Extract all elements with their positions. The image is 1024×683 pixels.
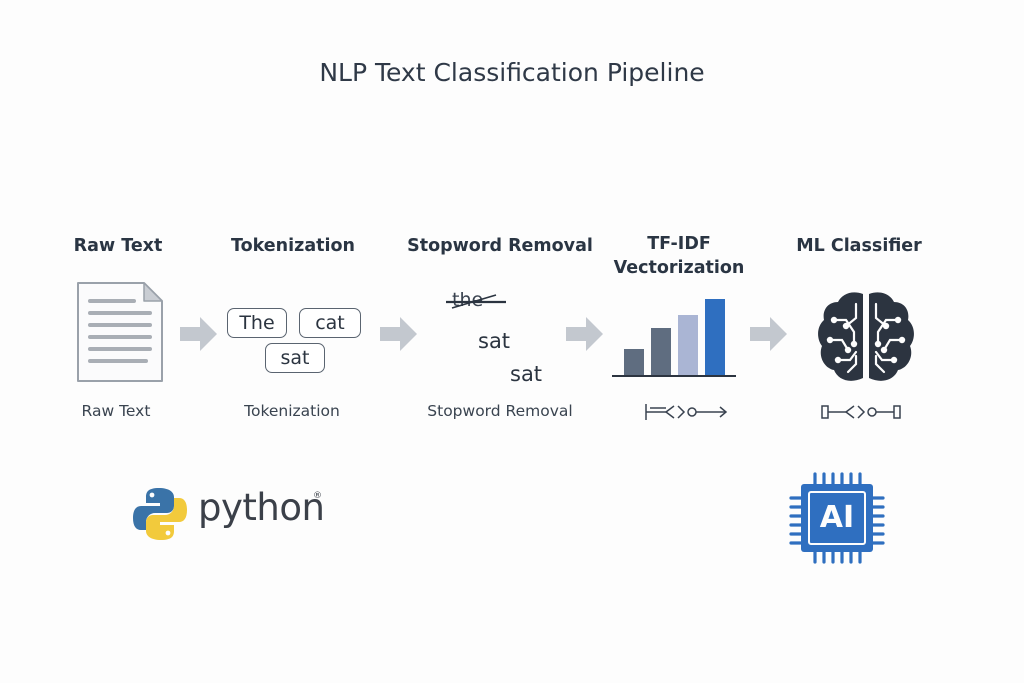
stage-title-tfidf-line2: Vectorization: [613, 258, 745, 278]
document-icon: [77, 282, 163, 382]
connector-icon: [821, 405, 901, 419]
token-sat: sat: [265, 343, 325, 373]
stage-title-raw-text: Raw Text: [73, 236, 163, 256]
token-the: The: [227, 308, 287, 338]
tfidf-bar-2: [651, 328, 671, 375]
kept-word-2: sat: [510, 362, 543, 386]
kept-word-1: sat: [478, 329, 511, 353]
python-wordmark: python: [198, 486, 325, 529]
arrow-icon: [380, 317, 417, 351]
page-title: NLP Text Classification Pipeline: [319, 58, 705, 87]
stage-title-stopword-removal: Stopword Removal: [407, 236, 593, 256]
stage-title-tfidf: TF-IDF Vectorization: [604, 232, 754, 280]
ai-chip-icon: [789, 472, 885, 564]
stage-title-ml-classifier: ML Classifier: [796, 236, 922, 256]
stage-title-tokenization: Tokenization: [231, 236, 355, 256]
tfidf-bar-1: [624, 349, 644, 375]
arrow-icon: [566, 317, 603, 351]
bar-chart-icon: [612, 299, 736, 377]
caption-tokenization: Tokenization: [244, 402, 340, 420]
connector-icon: [645, 404, 728, 420]
tfidf-bar-4: [705, 299, 725, 375]
tfidf-bar-3: [678, 315, 698, 375]
ai-chip-label: AI: [819, 500, 855, 535]
python-registered-mark: ®: [313, 491, 322, 501]
stage-title-tfidf-line1: TF-IDF: [647, 234, 711, 254]
python-logo-icon: [133, 488, 187, 540]
caption-raw-text: Raw Text: [81, 402, 151, 420]
caption-stopword-removal: Stopword Removal: [427, 402, 573, 420]
arrow-icon: [750, 317, 787, 351]
brain-circuit-icon: [818, 292, 914, 381]
arrow-icon: [180, 317, 217, 351]
token-cat: cat: [299, 308, 361, 338]
strike-through-line: [446, 294, 506, 309]
